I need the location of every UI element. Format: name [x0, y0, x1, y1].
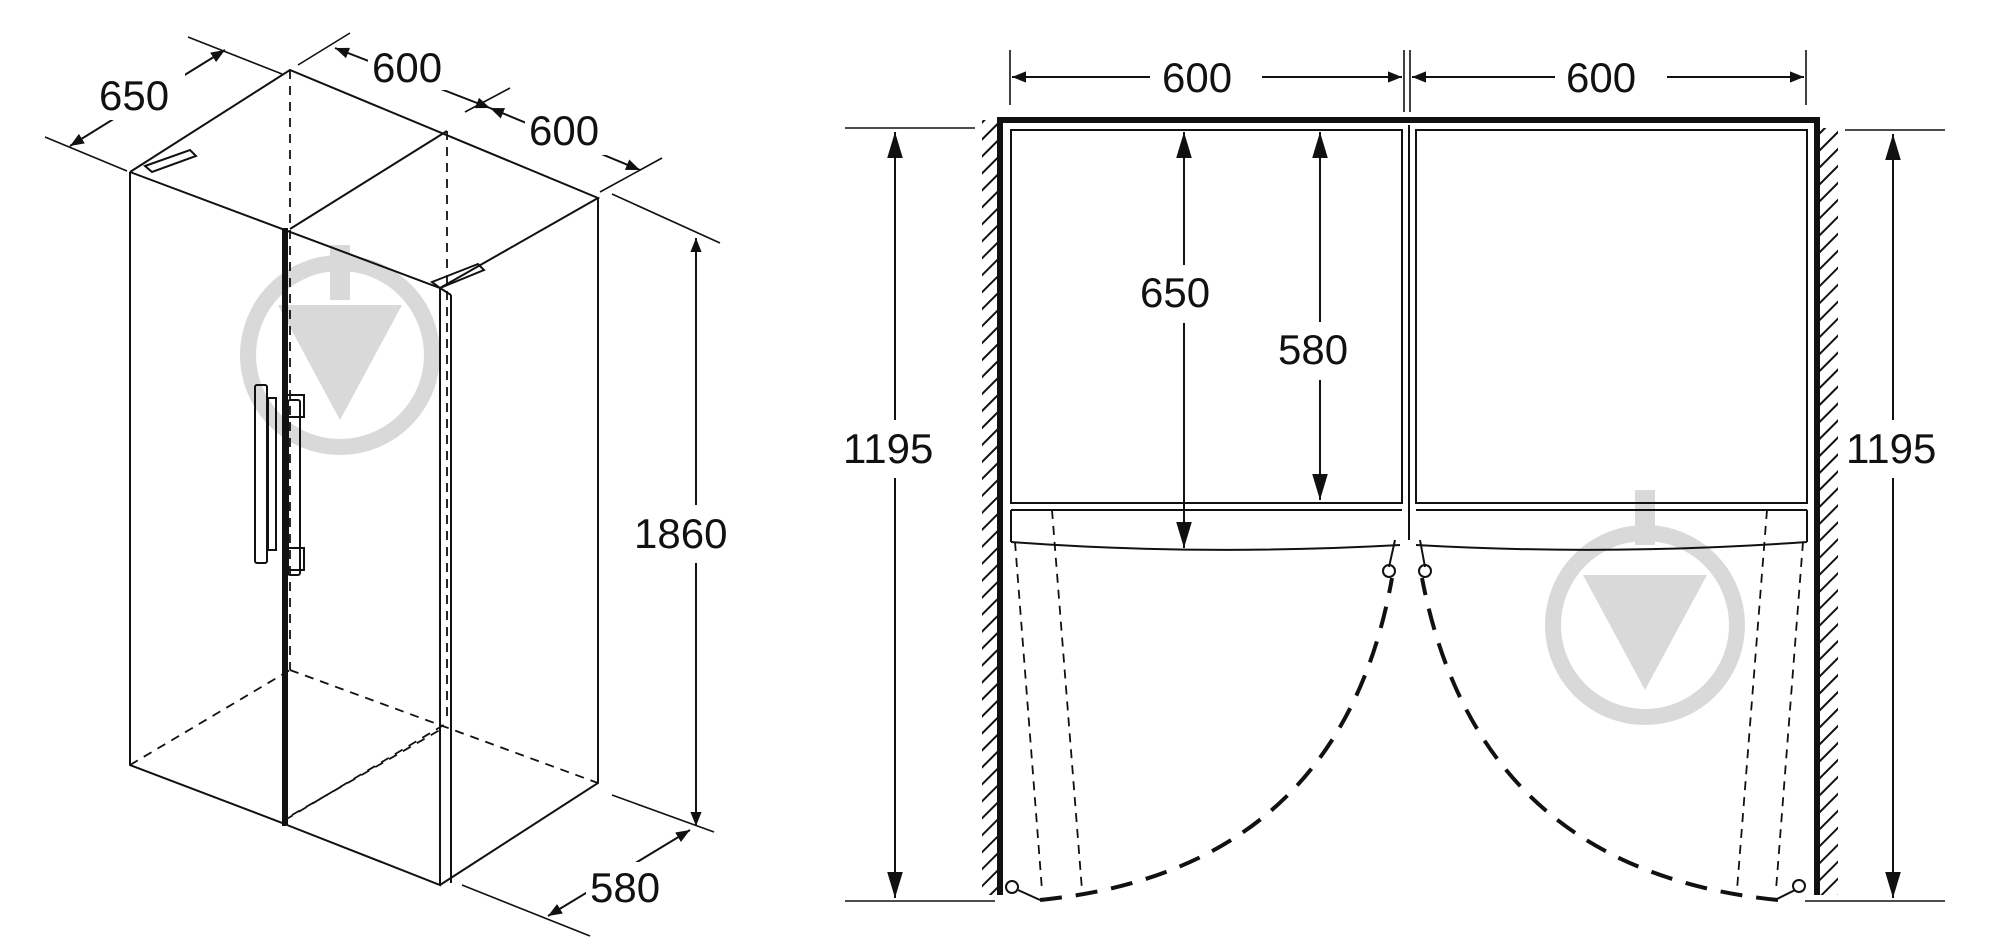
dim-height-1860: 1860	[611, 193, 750, 833]
fridge-body	[129, 68, 601, 887]
dim-depth-650: 650	[44, 36, 283, 172]
dim-top-right-label: 600	[1566, 54, 1636, 101]
dim-inner-body-580: 580	[1276, 132, 1366, 500]
isometric-view: 650 600 600 1860	[44, 32, 750, 937]
dim-height-label: 1860	[634, 510, 727, 557]
dim-side-left-label: 1195	[843, 425, 933, 472]
dim-base-580: 580	[461, 829, 691, 937]
dim-top-left-600: 600	[1009, 50, 1411, 112]
door-swing	[1014, 509, 1804, 902]
dim-depth-label: 650	[99, 72, 169, 119]
dim-top-left-label: 600	[1162, 54, 1232, 101]
dim-base-label: 580	[590, 864, 660, 911]
dim-side-left-1195: 1195	[840, 127, 995, 902]
plan-view: 600 600 1195 1195 650	[840, 50, 1957, 902]
dim-inner-depth-label: 650	[1140, 269, 1210, 316]
dim-inner-depth-650: 650	[1137, 132, 1233, 548]
dim-width-left-label: 600	[372, 44, 442, 91]
download-watermark-icon	[1545, 490, 1745, 725]
dim-width-right-600: 600	[489, 105, 663, 193]
appliance-outline	[997, 117, 1820, 895]
dim-width-right-label: 600	[529, 107, 599, 154]
dim-side-right-1195: 1195	[1805, 129, 1957, 902]
dim-side-right-label: 1195	[1846, 425, 1936, 472]
download-watermark-icon	[240, 245, 440, 455]
dim-width-left-600: 600	[297, 32, 511, 113]
dim-top-right-600: 600	[1412, 50, 1807, 105]
dim-inner-body-label: 580	[1278, 326, 1348, 373]
